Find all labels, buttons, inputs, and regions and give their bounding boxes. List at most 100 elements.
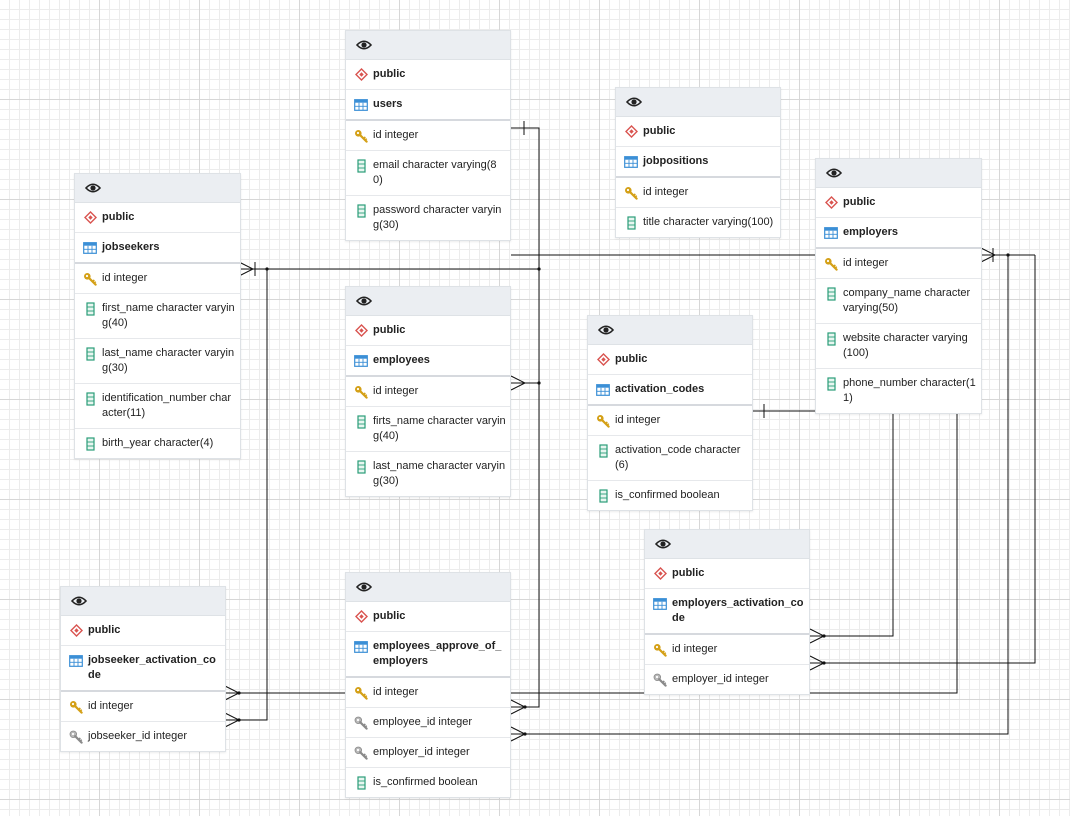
column-text: id integer (643, 186, 689, 198)
schema-name: public (643, 125, 676, 137)
column-text: company_name character varying(50) (843, 287, 971, 314)
many-marker (980, 247, 997, 263)
table-header (346, 31, 510, 60)
table-jobseeker-activation-code[interactable]: public jobseeker_activation_code id inte… (60, 586, 226, 752)
foreign-key-icon (354, 715, 368, 730)
column-row[interactable]: email character varying(80) (346, 151, 510, 196)
column-icon (596, 488, 610, 503)
column-row[interactable]: password character varying(30) (346, 196, 510, 240)
column-row[interactable]: first_name character varying(40) (75, 294, 240, 339)
table-header (61, 587, 225, 616)
table-employees-approve-of-employers[interactable]: public employees_approve_of_employers id… (345, 572, 511, 798)
column-text: id integer (843, 257, 889, 269)
table-employers[interactable]: public employers id integer company_name… (815, 158, 982, 414)
table-name-row: users (346, 90, 510, 121)
column-icon (596, 443, 610, 458)
column-text: last_name character varying(30) (102, 347, 235, 374)
column-text: is_confirmed boolean (373, 776, 478, 788)
table-employees[interactable]: public employees id integer firts_name c… (345, 286, 511, 497)
primary-key-icon (824, 256, 838, 271)
column-row[interactable]: id integer (645, 635, 809, 665)
column-row[interactable]: firts_name character varying(40) (346, 407, 510, 452)
column-text: id integer (88, 700, 134, 712)
schema-name: public (102, 211, 135, 223)
column-row[interactable]: employee_id integer (346, 708, 510, 738)
schema-name: public (373, 68, 406, 80)
column-row[interactable]: last_name character varying(30) (346, 452, 510, 496)
eye-icon[interactable] (652, 534, 674, 554)
eye-icon[interactable] (623, 92, 645, 112)
primary-key-icon (354, 384, 368, 399)
table-header (645, 530, 809, 559)
table-icon (653, 596, 667, 611)
table-icon (824, 225, 838, 240)
junction-dot (537, 381, 541, 385)
schema-row: public (616, 117, 780, 147)
table-name: employees_approve_of_employers (373, 640, 502, 667)
schema-row: public (588, 345, 752, 375)
column-row[interactable]: identification_number character(11) (75, 384, 240, 429)
column-text: id integer (672, 643, 718, 655)
eye-icon[interactable] (353, 35, 375, 55)
schema-name: public (615, 353, 648, 365)
junction-dot (1006, 253, 1010, 257)
eye-icon[interactable] (68, 591, 90, 611)
column-row[interactable]: jobseeker_id integer (61, 722, 225, 751)
table-users[interactable]: public users id integer email character … (345, 30, 511, 241)
table-jobseekers[interactable]: public jobseekers id integer first_name … (74, 173, 241, 459)
column-row[interactable]: id integer (346, 377, 510, 407)
column-icon (354, 203, 368, 218)
column-text: employee_id integer (373, 716, 473, 728)
column-row[interactable]: last_name character varying(30) (75, 339, 240, 384)
schema-name: public (843, 196, 876, 208)
table-icon (624, 154, 638, 169)
column-row[interactable]: is_confirmed boolean (588, 481, 752, 510)
column-row[interactable]: is_confirmed boolean (346, 768, 510, 797)
relationship-line (810, 255, 1036, 664)
column-row[interactable]: id integer (816, 249, 981, 279)
column-row[interactable]: birth_year character(4) (75, 429, 240, 458)
column-row[interactable]: id integer (346, 678, 510, 708)
column-icon (354, 414, 368, 429)
column-row[interactable]: title character varying(100) (616, 208, 780, 237)
column-row[interactable]: activation_code character(6) (588, 436, 752, 481)
column-row[interactable]: id integer (616, 178, 780, 208)
column-row[interactable]: phone_number character(11) (816, 369, 981, 413)
table-employers-activation-code[interactable]: public employers_activation_code id inte… (644, 529, 810, 695)
table-name-row: employees (346, 346, 510, 377)
column-text: last_name character varying(30) (373, 460, 506, 487)
schema-row: public (816, 188, 981, 218)
schema-row: public (346, 60, 510, 90)
column-icon (83, 301, 97, 316)
eye-icon[interactable] (82, 178, 104, 198)
table-header (75, 174, 240, 203)
eye-icon[interactable] (823, 163, 845, 183)
column-icon (824, 331, 838, 346)
column-text: id integer (102, 272, 148, 284)
column-text: first_name character varying(40) (102, 302, 235, 329)
schema-row: public (346, 316, 510, 346)
column-text: identification_number character(11) (102, 392, 232, 419)
column-row[interactable]: id integer (346, 121, 510, 151)
column-row[interactable]: website character varying(100) (816, 324, 981, 369)
table-activation-codes[interactable]: public activation_codes id integer activ… (587, 315, 753, 511)
column-row[interactable]: id integer (75, 264, 240, 294)
column-row[interactable]: company_name character varying(50) (816, 279, 981, 324)
schema-row: public (645, 559, 809, 589)
eye-icon[interactable] (353, 577, 375, 597)
junction-dot (537, 267, 541, 271)
eye-icon[interactable] (353, 291, 375, 311)
column-row[interactable]: employer_id integer (346, 738, 510, 768)
foreign-key-icon (653, 672, 667, 687)
eye-icon[interactable] (595, 320, 617, 340)
table-jobpositions[interactable]: public jobpositions id integer title cha… (615, 87, 781, 238)
column-icon (83, 391, 97, 406)
schema-row: public (346, 602, 510, 632)
column-row[interactable]: id integer (61, 692, 225, 722)
column-row[interactable]: id integer (588, 406, 752, 436)
column-icon (824, 376, 838, 391)
column-icon (624, 215, 638, 230)
column-row[interactable]: employer_id integer (645, 665, 809, 694)
primary-key-icon (69, 699, 83, 714)
table-name: employees (373, 354, 430, 366)
